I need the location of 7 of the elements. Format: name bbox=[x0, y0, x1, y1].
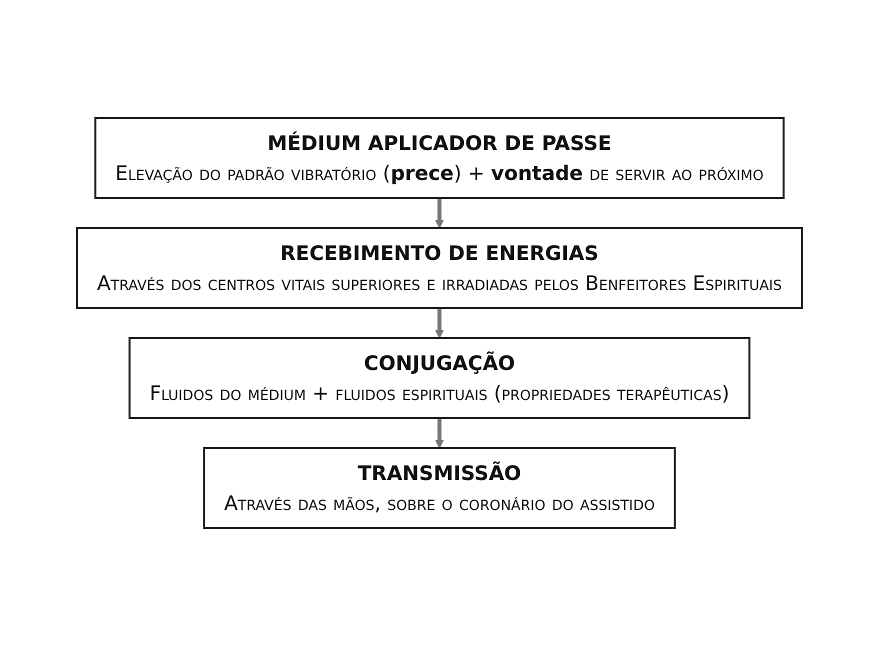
arrow bbox=[435, 198, 444, 228]
node-box: TRANSMISSÃO Através das mãos, sobre o coronário do assistido bbox=[203, 447, 676, 529]
node-box: CONJUGAÇÃO Fluidos do médium + fluidos espirituais (propriedades terapêuticas) bbox=[128, 337, 750, 419]
node-box: RECEBIMENTO DE ENERGIAS Através dos centros vitais superiores e irradiadas pelos Benfeitores Espirituais bbox=[76, 227, 803, 309]
arrow bbox=[435, 418, 444, 448]
node-box: MÉDIUM APLICADOR DE PASSE Elevação do padrão vibratório (prece) + vontade de servir ao próximo bbox=[94, 117, 785, 199]
arrow bbox=[435, 308, 444, 338]
